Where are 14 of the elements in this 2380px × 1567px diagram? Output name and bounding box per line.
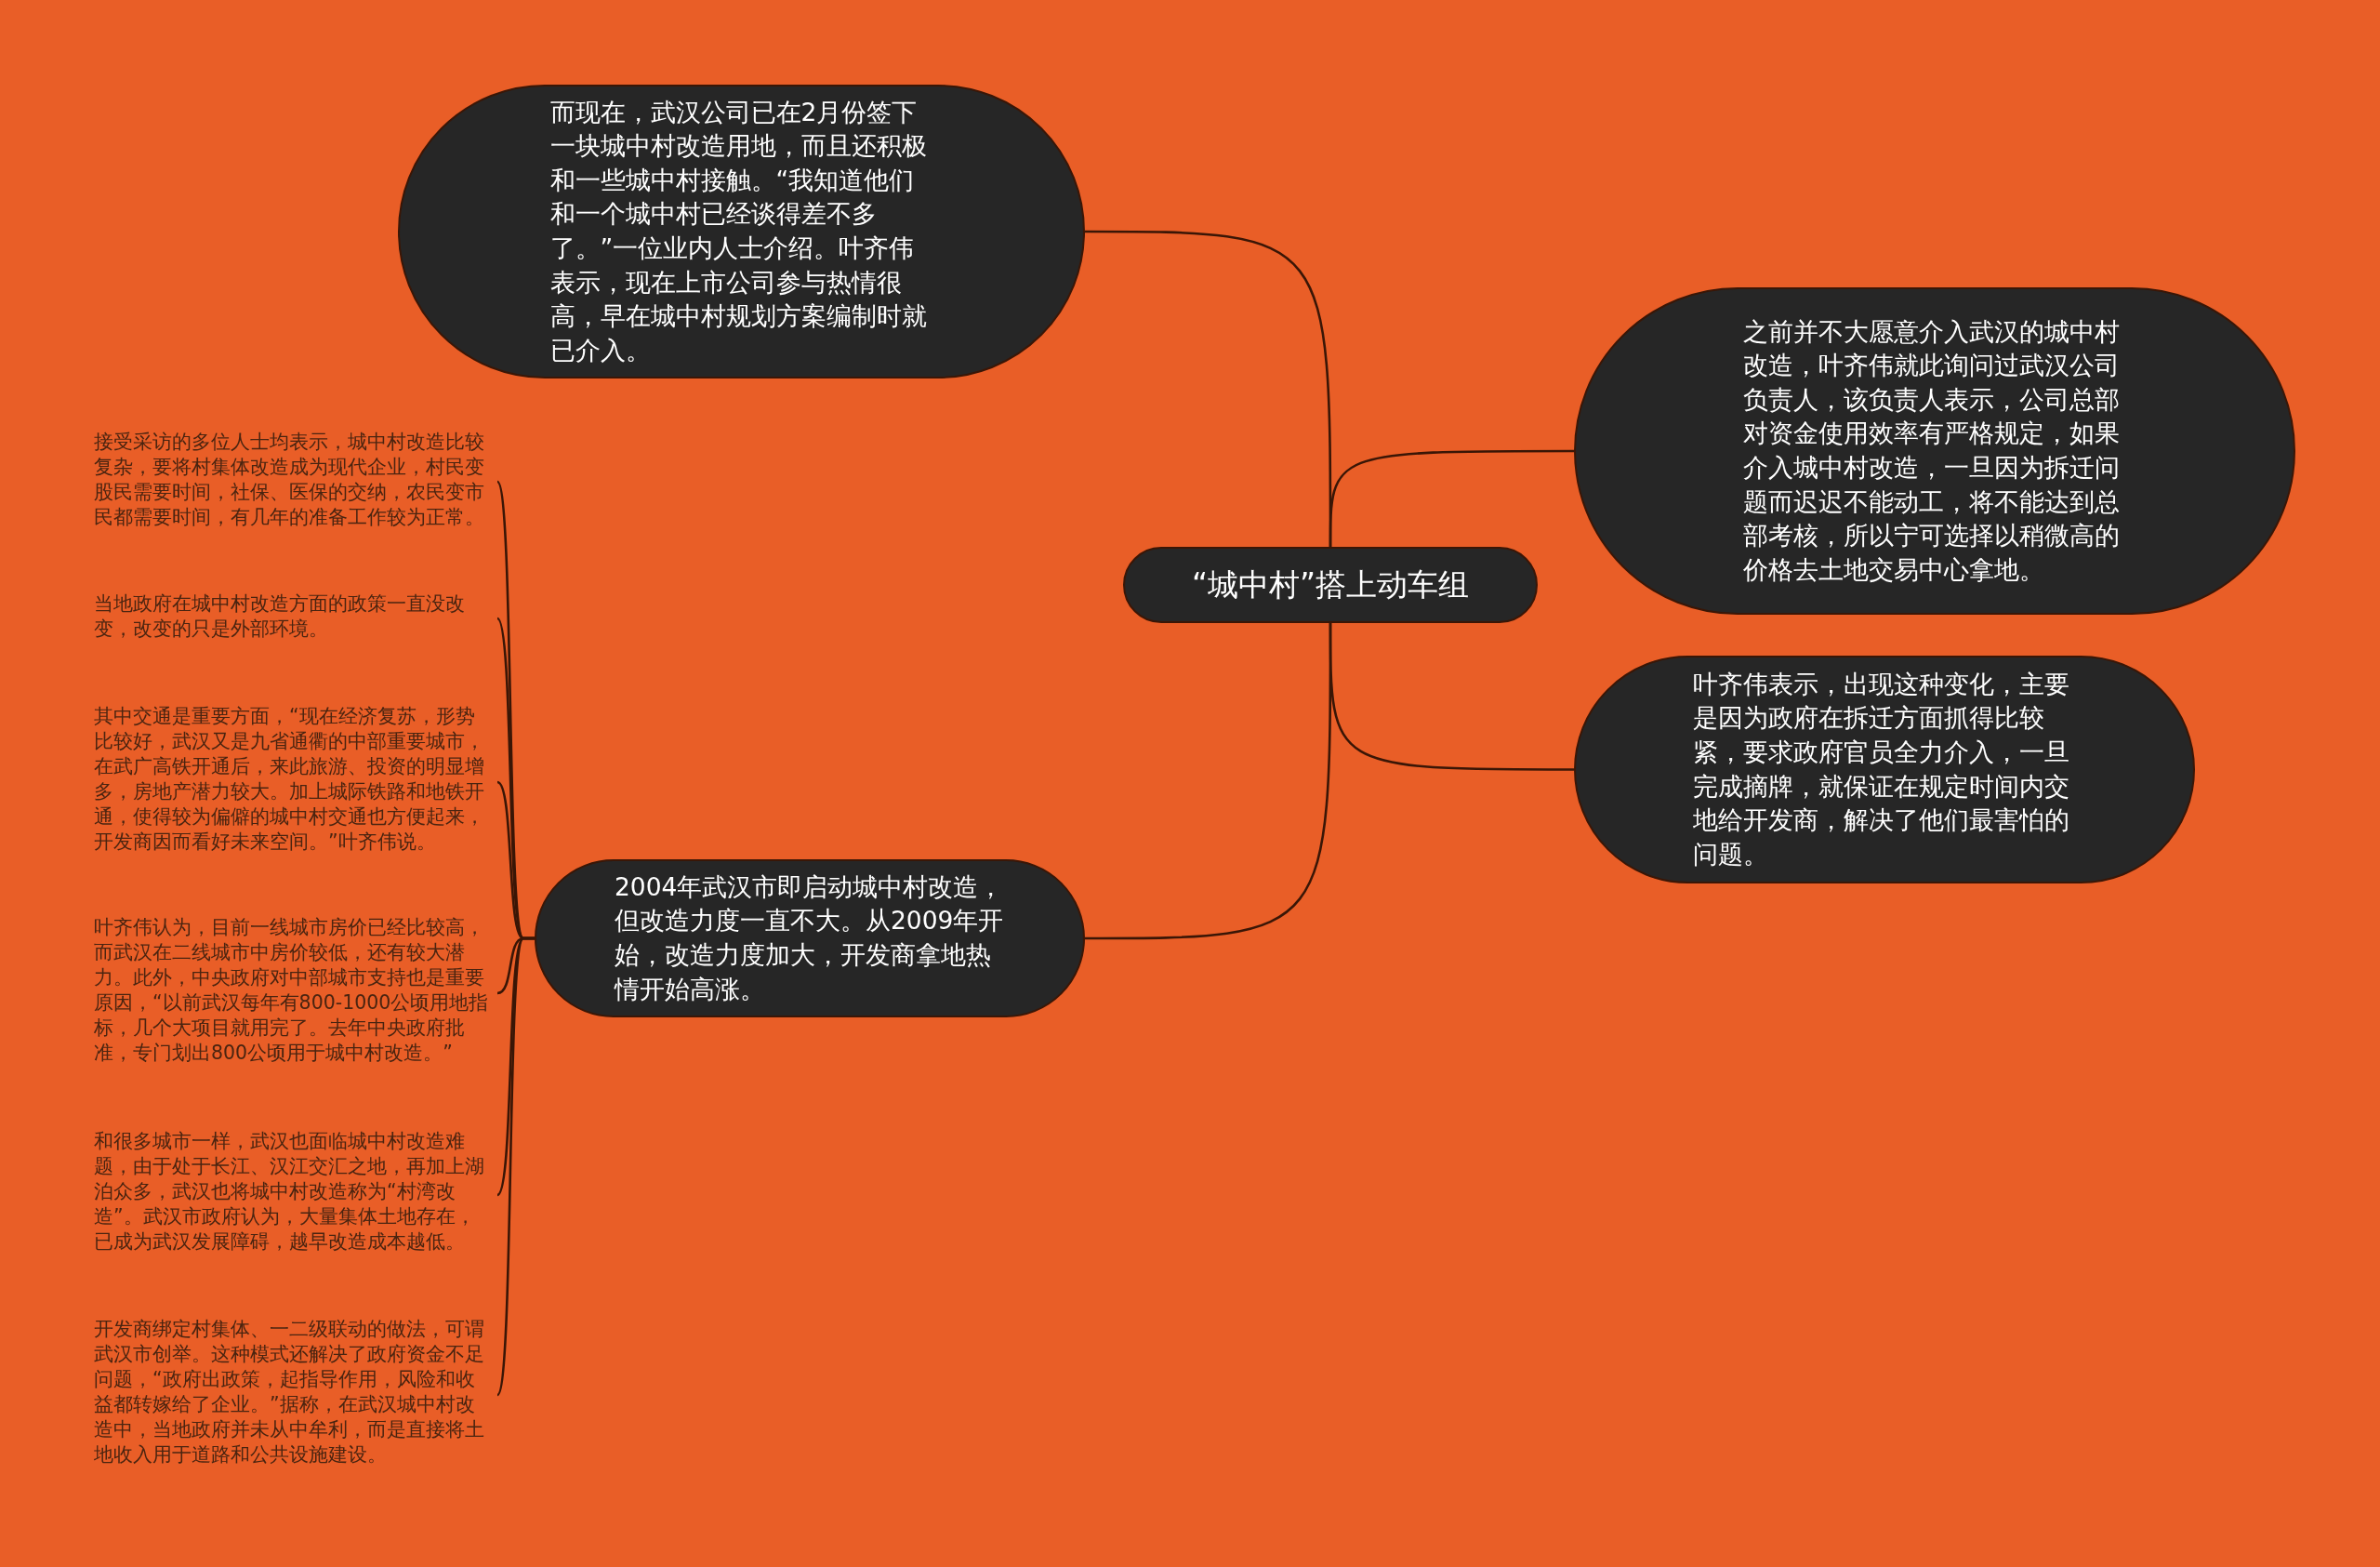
connector-line [1085,623,1332,940]
text-bubble: 叶齐伟表示，出现这种变化，主要是因为政府在拆迁方面抓得比较紧，要求政府官员全力介入，一旦完成摘牌，就保证在规定时间内交地给开发商，解决了他们最害怕的问题。 [1574,656,2195,883]
text-bubble: 2004年武汉市即启动城中村改造，但改造力度一直不大。从2009年开始，改造力度加大，开发商拿地热情开始高涨。 [535,859,1085,1017]
note-text: 其中交通是重要方面，“现在经济复苏，形势比较好，武汉又是九省通衢的中部重要城市，在武广高铁开通后，来此旅游、投资的明显增多，房地产潜力较大。加上城际铁路和地铁开通，使得较为偏僻的城中村交通也方便起来，开发商因而看好未来空间。”叶齐伟说。 [94,704,494,860]
topic-bubble: “城中村”搭上动车组 [1123,547,1538,623]
text-bubble: 之前并不大愿意介入武汉的城中村改造，叶齐伟就此询问过武汉公司负责人，该负责人表示，公司总部对资金使用效率有严格规定，如果介入城中村改造，一旦因为拆迁问题而迟迟不能动工，将不能达到总部考核，所以宁可选择以稍微高的价格去土地交易中心拿地。 [1574,287,2295,615]
connector-line [496,936,535,1396]
note-text: 叶齐伟认为，目前一线城市房价已经比较高，而武汉在二线城市中房价较低，还有较大潜力。此外，中央政府对中部城市支持也是重要原因，“以前武汉每年有800-1000公顷用地指标，几个大项目就用完了。去年中央政府批准，专门划出800公顷用于城中村改造。” [94,915,494,1071]
note-text: 接受采访的多位人士均表示，城中村改造比较复杂，要将村集体改造成为现代企业，村民变股民需要时间，社保、医保的交纳，农民变市民都需要时间，有几年的准备工作较为正常。 [94,430,494,534]
note-text: 开发商绑定村集体、一二级联动的做法，可谓武汉市创举。这种模式还解决了政府资金不足问题，“政府出政策，起指导作用，风险和收益都转嫁给了企业。”据称，在武汉城中村改造中，当地政府并未从中牟利，而是直接将土地收入用于道路和公共设施建设。 [94,1317,494,1473]
connector-line [1329,449,1574,547]
note-text: 和很多城市一样，武汉也面临城中村改造难题，由于处于长江、汉江交汇之地，再加上湖泊众多，武汉也将城中村改造称为“村湾改造”。武汉市政府认为，大量集体土地存在，已成为武汉发展障碍，越早改造成本越低。 [94,1129,494,1261]
text-bubble: 而现在，武汉公司已在2月份签下一块城中村改造用地，而且还积极和一些城中村接触。“我知道他们和一个城中村已经谈得差不多了。”一位业内人士介绍。叶齐伟表示，现在上市公司参与热情很高，早在城中村规划方案编制时就已介入。 [398,85,1085,378]
note-text: 当地政府在城中村改造方面的政策一直没改变，改变的只是外部环境。 [94,591,494,645]
